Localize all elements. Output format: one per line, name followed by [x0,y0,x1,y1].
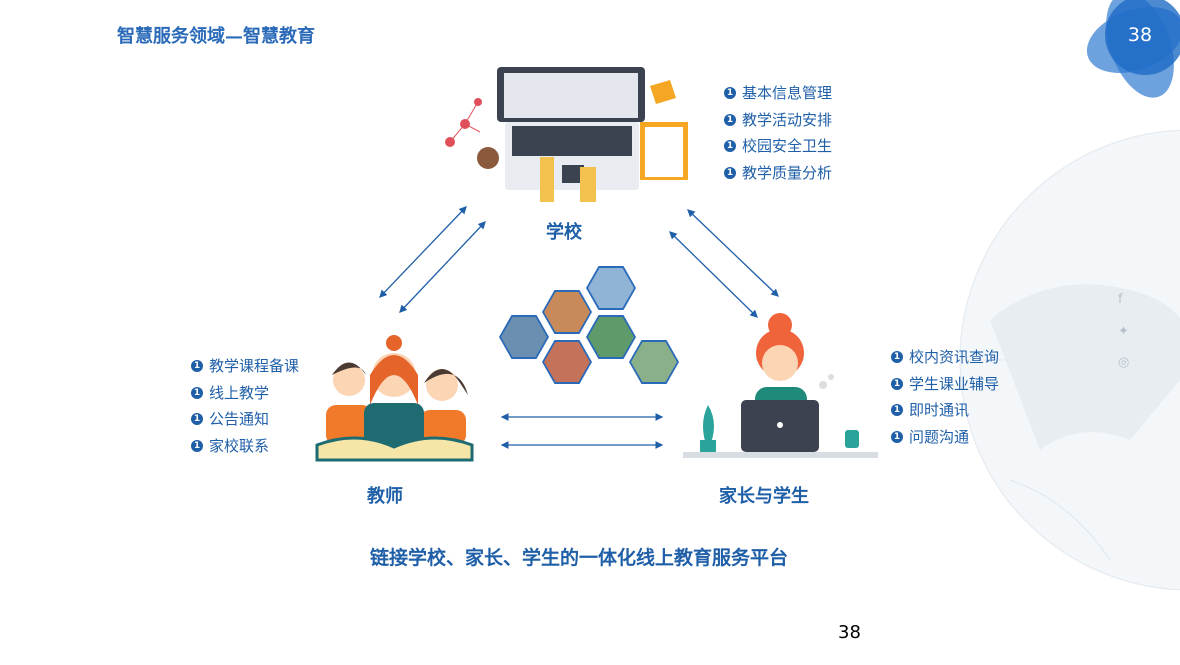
bullet-icon: 1 [891,404,903,417]
bullet-icon: 1 [724,140,736,153]
globe-background [959,129,1180,591]
badge-number: 38 [1127,24,1153,46]
teacher-label: 教师 [367,486,403,507]
bullet-icon: 1 [191,439,203,452]
bullet-icon: 1 [191,386,203,399]
twitter-icon[interactable]: ✦ [1118,324,1129,339]
platform-caption: 链接学校、家长、学生的一体化线上教育服务平台 [370,547,789,569]
page-number: 38 [838,622,861,643]
bullet-icon: 1 [891,430,903,443]
laptop-illustration [445,67,688,202]
family-label: 家长与学生 [719,486,809,507]
bullet-icon: 1 [724,113,736,126]
instagram-icon[interactable]: ◎ [1118,355,1130,370]
bullet-icon: 1 [891,351,903,364]
page-title: 智慧服务领域—智慧教育 [117,26,315,47]
page-badge-shape [1086,0,1180,98]
bullet-icon: 1 [724,166,736,179]
bullet-icon: 1 [724,87,736,100]
student-illustration [683,313,878,458]
bullet-icon: 1 [191,360,203,373]
bullet-icon: 1 [891,377,903,390]
bullet-icon: 1 [191,413,203,426]
facebook-icon[interactable]: f [1118,292,1123,307]
teacher-illustration [315,335,474,462]
school-label: 学校 [546,222,582,243]
